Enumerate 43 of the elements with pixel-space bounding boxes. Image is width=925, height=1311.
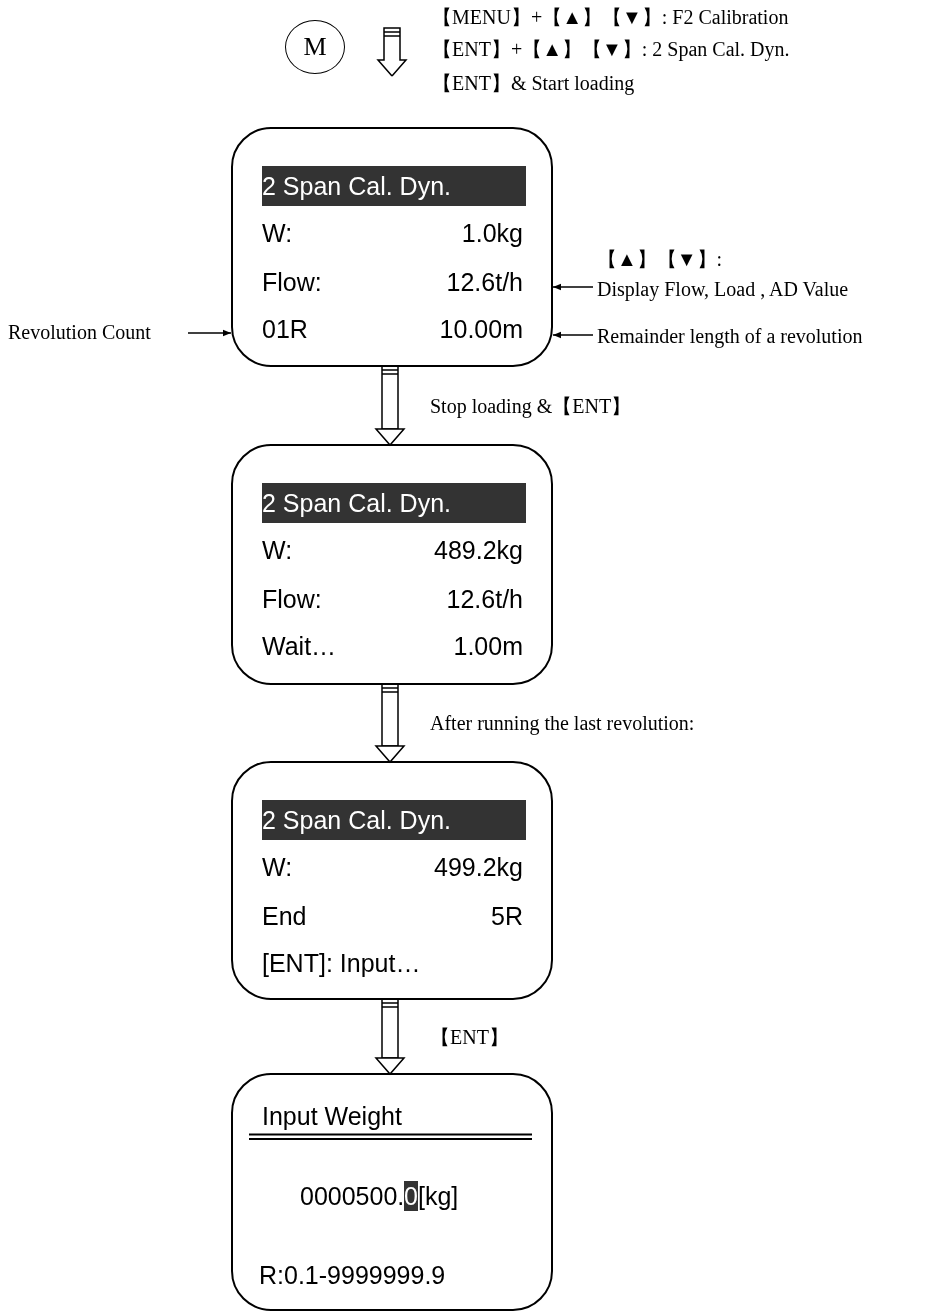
screen-text: Wait… [262, 631, 337, 661]
down-arrow-icon [376, 26, 408, 78]
annotation-text: Revolution Count [8, 320, 151, 345]
screen-value: [kg] [418, 1181, 459, 1211]
screen-text: End [262, 901, 307, 931]
instruction-text: 【ENT】+【▲】【▼】: 2 Span Cal. Dyn. [432, 37, 790, 62]
screen-value: 1.00m [453, 631, 523, 661]
instruction-text: 【MENU】+【▲】【▼】: F2 Calibration [432, 5, 789, 30]
screen-title: 2 Span Cal. Dyn. [262, 483, 526, 523]
leader-arrow [187, 329, 232, 337]
screen-text: W: [262, 535, 293, 565]
flow-arrow [375, 998, 405, 1075]
screen-text: Flow: [262, 267, 322, 297]
annotation-text: Remainder length of a revolution [597, 324, 863, 349]
screen-text: W: [262, 218, 293, 248]
screen-value: 0000500. [300, 1181, 405, 1211]
screen-value: 5R [491, 901, 523, 931]
annotation-text: 【▲】【▼】: [597, 247, 723, 272]
screen-value: 489.2kg [434, 535, 523, 565]
cursor-digit: 0 [404, 1181, 418, 1211]
screen-title: 2 Span Cal. Dyn. [262, 800, 526, 840]
screen-value: 499.2kg [434, 852, 523, 882]
display-screen [231, 761, 553, 1000]
screen-value: 12.6t/h [446, 267, 523, 297]
leader-arrow [552, 283, 594, 291]
screen-value: 1.0kg [461, 218, 523, 248]
screen-text: [ENT]: Input… [262, 948, 421, 978]
display-screen [231, 1073, 553, 1311]
flow-arrow [375, 365, 405, 446]
screen-text: Input Weight [262, 1101, 402, 1131]
screen-value: 12.6t/h [446, 584, 523, 614]
leader-arrow [552, 331, 594, 339]
flow-arrow [375, 683, 405, 763]
display-screen [231, 127, 553, 367]
screen-text: Flow: [262, 584, 322, 614]
screen-text: 01R [262, 314, 308, 344]
screen-text: W: [262, 852, 293, 882]
display-screen [231, 444, 553, 685]
screen-title: 2 Span Cal. Dyn. [262, 166, 526, 206]
screen-value: 10.00m [439, 314, 523, 344]
annotation-text: Display Flow, Load , AD Value [597, 277, 849, 302]
screen-text: R:0.1-9999999.9 [259, 1260, 446, 1290]
instruction-text: 【ENT】& Start loading [432, 71, 635, 96]
